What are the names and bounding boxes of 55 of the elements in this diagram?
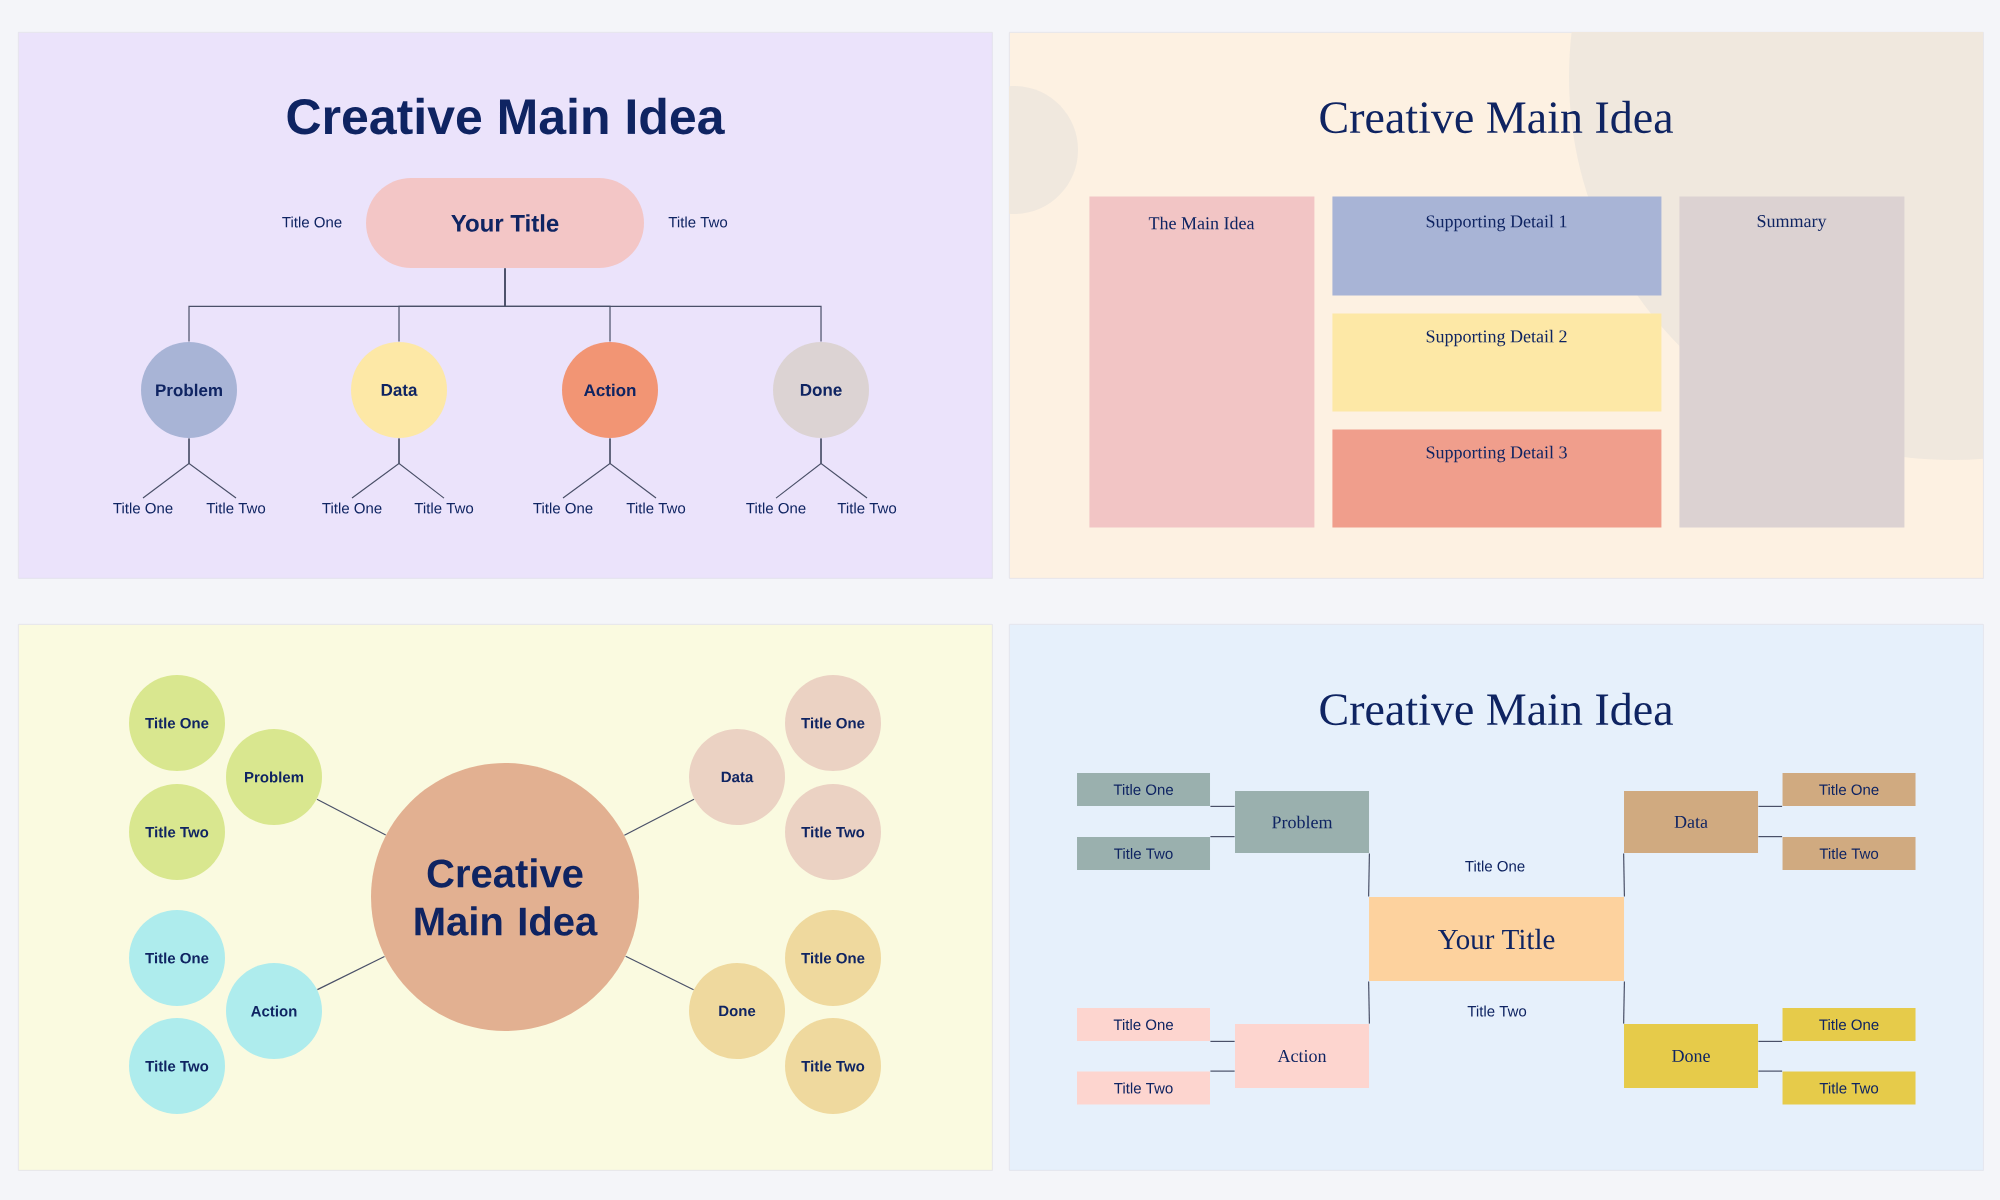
connector-line	[1209, 836, 1236, 838]
branch-label: Title Two	[206, 502, 266, 514]
branch-label: Title Two	[626, 502, 686, 514]
slide-title: Creative Main Idea	[1320, 692, 1673, 726]
connector-line	[1623, 852, 1625, 898]
topic-box: Problem	[1235, 791, 1369, 853]
connector-line	[398, 437, 445, 499]
branch-label: Title One	[322, 502, 382, 514]
connector-line	[1368, 852, 1370, 898]
topic-box: Title Two	[1782, 837, 1916, 870]
slide-title: Creative Main Idea	[1320, 100, 1673, 134]
side-label: Title Two	[668, 216, 728, 228]
topic-box: Title Two	[1782, 1071, 1916, 1105]
side-label: Title Two	[1467, 1005, 1527, 1017]
connector-line	[1757, 805, 1783, 807]
connector-line	[504, 267, 822, 343]
topic-box: Title Two	[1077, 1071, 1210, 1105]
connector-line	[1757, 1070, 1783, 1072]
column-box: Supporting Detail 1	[1332, 196, 1662, 296]
topic-box: Title One	[1077, 773, 1210, 806]
connector-line	[820, 437, 868, 499]
column-box: Supporting Detail 3	[1332, 429, 1662, 528]
connector-line	[1209, 1070, 1236, 1072]
connector-line	[1209, 1040, 1236, 1042]
side-label: Title One	[282, 216, 342, 228]
connector-line	[1757, 1040, 1783, 1042]
connector-line	[316, 798, 387, 836]
connector-line	[188, 437, 237, 499]
branch-label: Title Two	[837, 502, 897, 514]
connector-line	[1623, 980, 1625, 1025]
topic-box: Title One	[1782, 773, 1916, 806]
branch-label: Title Two	[414, 502, 474, 514]
topic-box: Your Title	[1369, 897, 1624, 981]
topic-box: Done	[1624, 1024, 1758, 1088]
connector-line	[1368, 980, 1370, 1025]
connector-line	[1209, 805, 1236, 807]
topic-box: Data	[1624, 791, 1758, 853]
title-pill: Your Title	[366, 178, 644, 268]
slide-title: Creative Main Idea	[287, 97, 725, 135]
branch-label: Title One	[533, 502, 593, 514]
column-box: Supporting Detail 2	[1332, 313, 1662, 412]
connector-line	[625, 955, 695, 991]
topic-box: Action	[1235, 1024, 1369, 1088]
side-label: Title One	[1465, 860, 1525, 872]
connector-line	[1757, 836, 1783, 838]
connector-line	[609, 437, 657, 499]
column-box: The Main Idea	[1089, 196, 1315, 528]
topic-box: Title One	[1782, 1008, 1916, 1041]
topic-box: Title Two	[1077, 837, 1210, 870]
branch-label: Title One	[113, 502, 173, 514]
column-box: Summary	[1679, 196, 1905, 528]
branch-label: Title One	[746, 502, 806, 514]
connector-line	[623, 798, 695, 836]
topic-box: Title One	[1077, 1008, 1210, 1041]
connector-line	[316, 955, 386, 991]
